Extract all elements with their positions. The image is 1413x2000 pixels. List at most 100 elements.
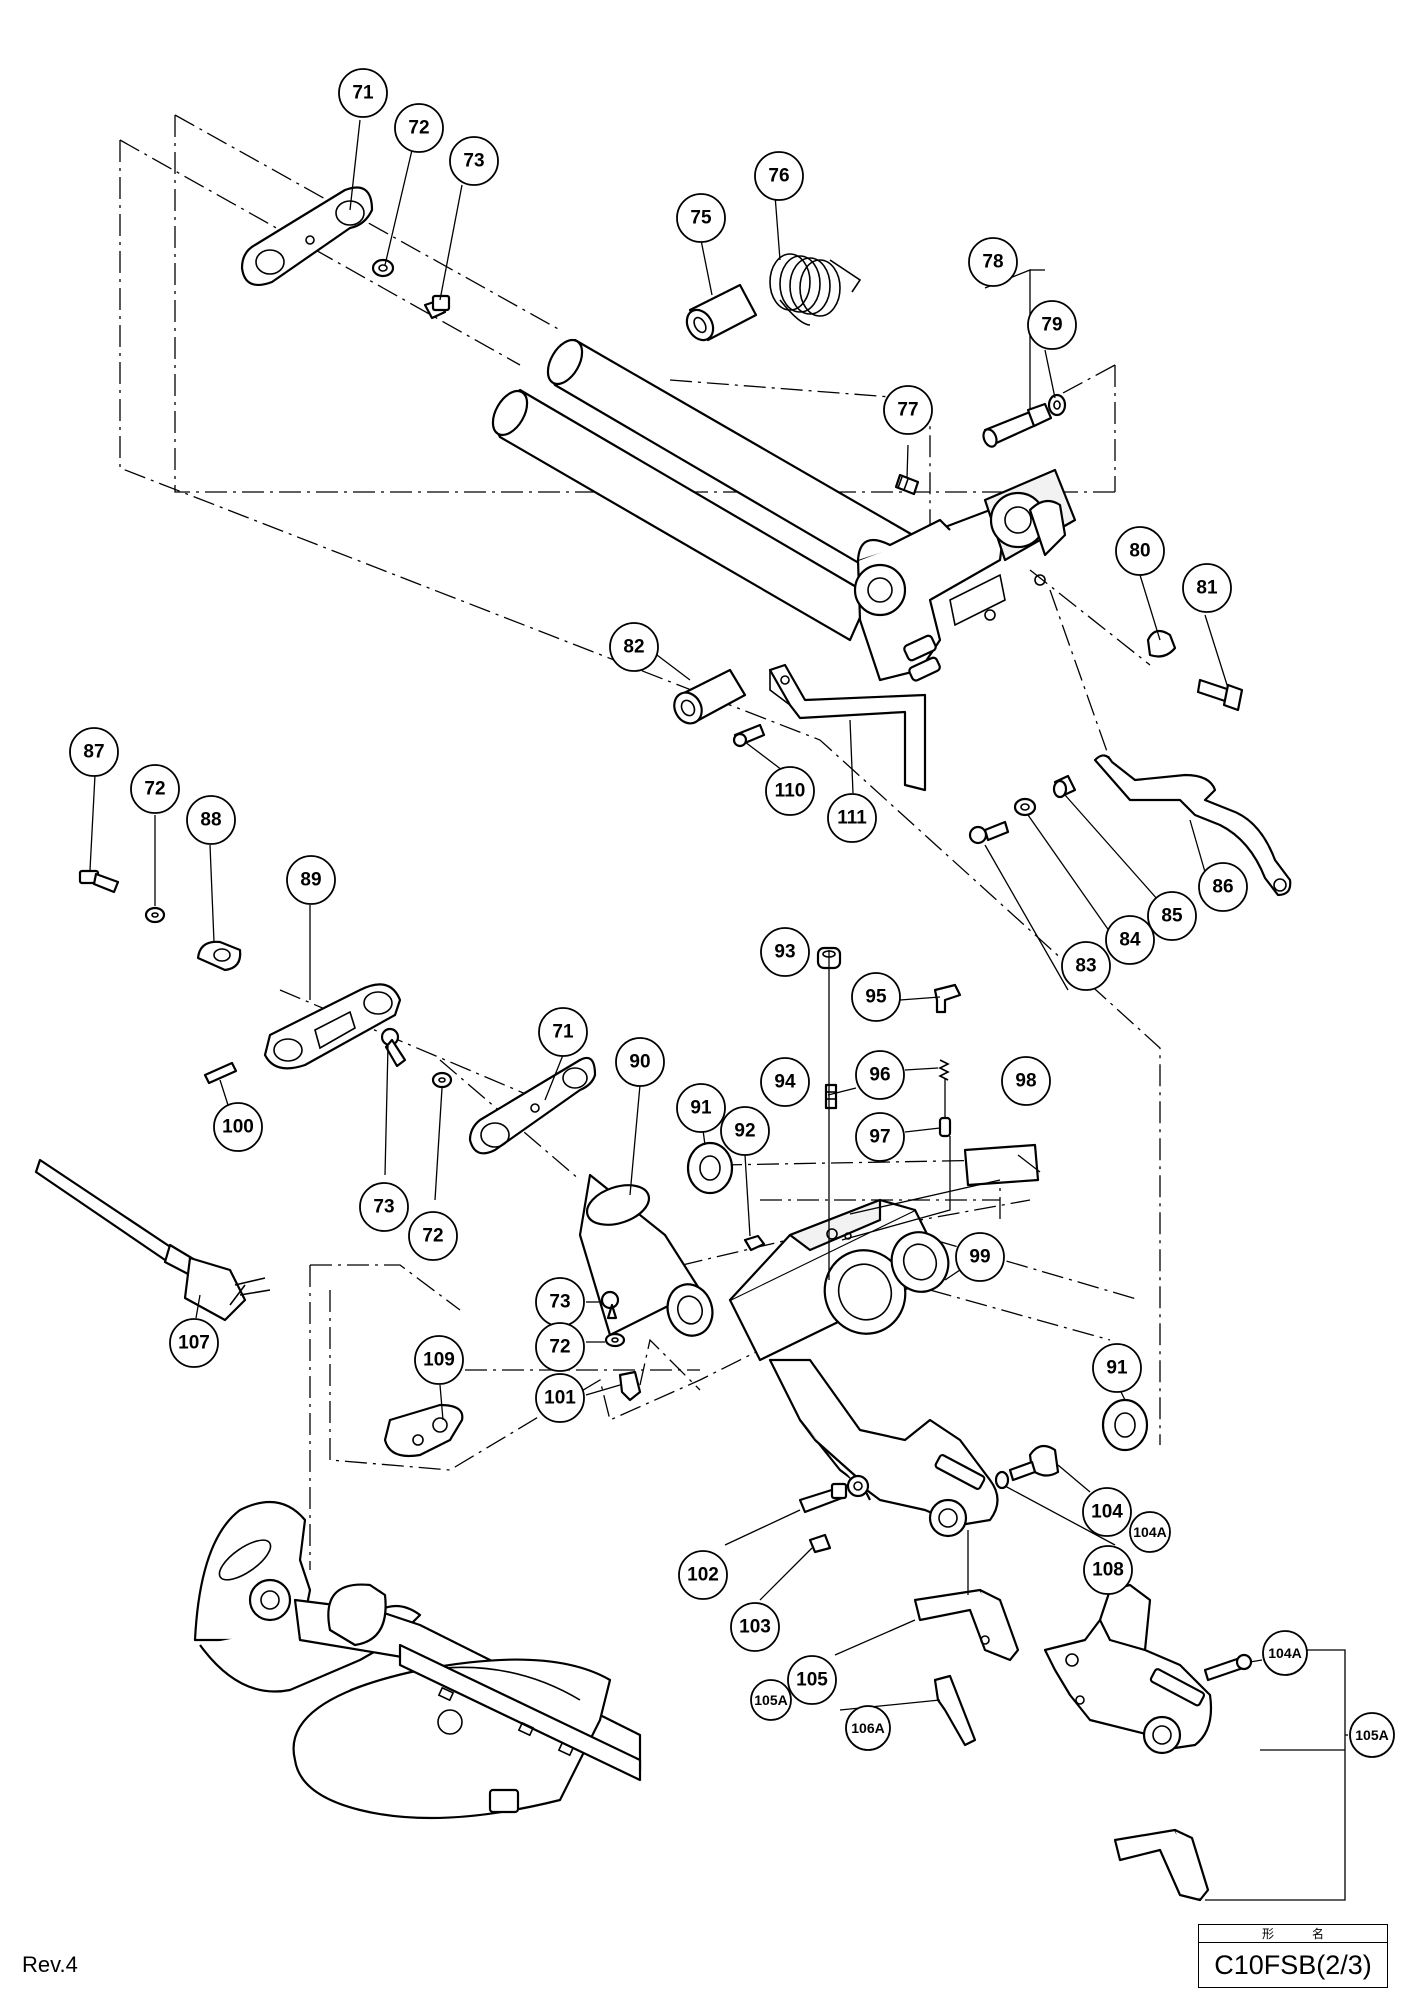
part-101-clamp [618, 1370, 642, 1402]
callout-71-upper: 71 [338, 68, 388, 118]
part-96-spring [938, 1059, 950, 1081]
callout-95: 95 [851, 972, 901, 1022]
callout-label: 98 [1015, 1071, 1036, 1092]
callout-label: 100 [222, 1117, 254, 1138]
callout-81: 81 [1182, 563, 1232, 613]
part-88-clamp [196, 940, 242, 972]
callout-label: 71 [352, 83, 374, 104]
callout-98: 98 [1001, 1056, 1051, 1106]
revision-label: Rev.4 [22, 1952, 78, 1977]
callout-label: 79 [1041, 315, 1062, 336]
callout-103: 103 [730, 1602, 780, 1652]
model-header-right: 名 [1312, 1927, 1325, 1941]
part-91-washer-lower [1101, 1398, 1149, 1452]
callout-100: 100 [213, 1102, 263, 1152]
callout-label: 76 [768, 166, 789, 187]
part-76-spring [769, 253, 862, 326]
callout-label: 97 [869, 1127, 890, 1148]
callout-label: 105 [796, 1670, 828, 1691]
part-97-pin [938, 1116, 952, 1138]
callout-label: 107 [178, 1333, 210, 1354]
part-82-shaft [673, 668, 747, 725]
callout-label: 101 [544, 1388, 576, 1409]
part-71-plate-mid [468, 1056, 597, 1155]
callout-label: 90 [629, 1052, 650, 1073]
callout-label: 82 [623, 637, 644, 658]
callout-91-upper: 91 [676, 1083, 726, 1133]
callout-97: 97 [855, 1112, 905, 1162]
callout-72-mid: 72 [130, 764, 180, 814]
callout-83: 83 [1061, 941, 1111, 991]
part-95-knob [933, 983, 962, 1014]
callout-label: 96 [869, 1065, 890, 1086]
callout-label: 81 [1196, 578, 1218, 599]
callout-label: 89 [300, 870, 321, 891]
callout-label: 72 [422, 1226, 443, 1247]
part-83-bolt [968, 820, 1010, 845]
callout-label: 71 [552, 1022, 574, 1043]
part-73-bolt-lower [600, 1290, 620, 1320]
callout-72-upper: 72 [394, 103, 444, 153]
callout-82: 82 [609, 622, 659, 672]
callout-101: 101 [535, 1373, 585, 1423]
callout-85: 85 [1147, 891, 1197, 941]
part-107-power-cord [34, 1158, 271, 1322]
callout-label: 102 [687, 1565, 719, 1586]
sub-assembly-104A-105A [1043, 1583, 1253, 1902]
callout-105: 105 [787, 1655, 837, 1705]
part-86-hook-lever [1093, 754, 1292, 897]
callout-label: 91 [1106, 1358, 1128, 1379]
callout-104: 104 [1082, 1487, 1132, 1537]
callout-label: 78 [982, 252, 1003, 273]
part-111-bracket [768, 663, 927, 792]
callout-label: 77 [897, 400, 918, 421]
model-title-header: 形 名 [1199, 1925, 1387, 1943]
callout-105A-left: 105A [750, 1679, 792, 1721]
callout-89: 89 [286, 855, 336, 905]
model-name: C10FSB(2/3) [1214, 1950, 1372, 1980]
callout-label: 104A [1268, 1645, 1301, 1661]
part-98-label [963, 1143, 1040, 1187]
callout-110: 110 [765, 766, 815, 816]
model-header-left: 形 [1261, 1927, 1274, 1941]
part-91-washer-upper [686, 1141, 734, 1195]
callout-label: 73 [549, 1292, 570, 1313]
part-80-stopper [1146, 629, 1177, 658]
part-71-plate-upper [240, 186, 374, 286]
callout-label: 92 [734, 1121, 755, 1142]
part-108-washer [994, 1470, 1010, 1490]
part-102-bolt [798, 1482, 848, 1514]
callout-label: 84 [1119, 930, 1141, 951]
part-94-screw [824, 1083, 838, 1110]
callout-label: 103 [739, 1617, 771, 1638]
callout-104A-right: 104A [1262, 1630, 1308, 1676]
callout-label: 73 [373, 1197, 394, 1218]
callout-label: 86 [1212, 877, 1233, 898]
part-84-washer [1013, 797, 1037, 817]
callout-71-mid: 71 [538, 1007, 588, 1057]
callout-99: 99 [955, 1232, 1005, 1282]
callout-label: 106A [851, 1720, 884, 1736]
part-109-lever [383, 1403, 464, 1458]
callout-75: 75 [676, 193, 726, 243]
callout-111: 111 [827, 793, 877, 843]
callout-label: 72 [549, 1337, 570, 1358]
callout-label: 72 [408, 118, 429, 139]
part-72-washer-lower [604, 1332, 626, 1348]
part-92-nut [743, 1234, 766, 1252]
part-90-cylinder [578, 1173, 714, 1337]
callout-92: 92 [720, 1106, 770, 1156]
callout-label: 99 [969, 1247, 990, 1268]
part-79-washer [1047, 393, 1067, 417]
callout-72-lower: 72 [535, 1322, 585, 1372]
leader-lines [89, 119, 1348, 1901]
callout-79: 79 [1027, 300, 1077, 350]
callout-label: 88 [200, 810, 221, 831]
callout-94: 94 [760, 1057, 810, 1107]
callout-label: 80 [1129, 541, 1150, 562]
part-87-screw [78, 869, 120, 894]
part-72-washer-mid2 [431, 1071, 453, 1089]
part-105-handle [913, 1588, 1020, 1662]
slide-shafts [491, 338, 932, 642]
part-103-screw [808, 1533, 832, 1554]
